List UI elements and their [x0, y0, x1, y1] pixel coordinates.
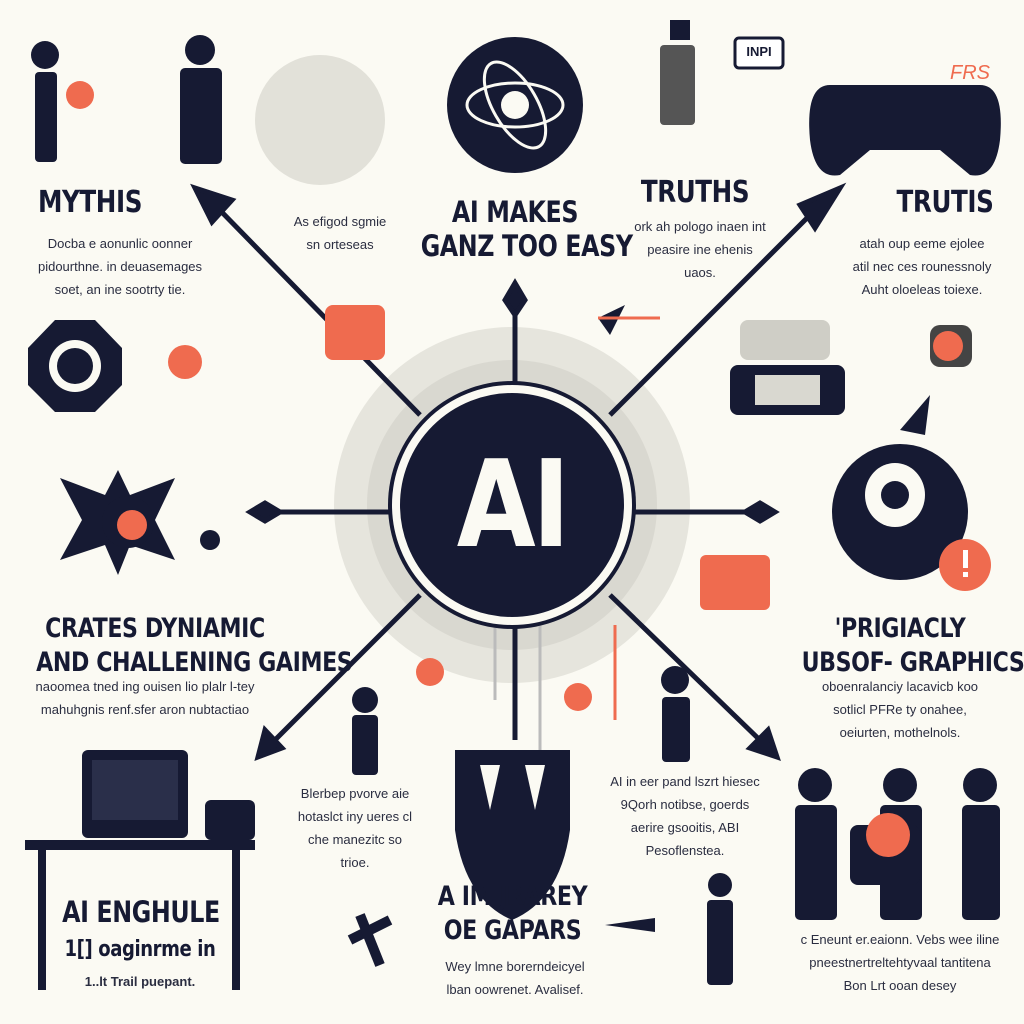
text-line: Wey lmne borerndeicyel — [445, 959, 585, 974]
text-line: sotlicl PFRe ty onahee, — [833, 702, 967, 717]
title-line: GANZ TOO EASY — [420, 229, 633, 263]
text-line: uaos. — [684, 265, 716, 280]
text-line: 9Qorh notibse, goerds — [620, 797, 750, 812]
arrow-top-right — [608, 198, 827, 417]
makes-easy-small: As efigod sgmie sn orteseas — [270, 210, 410, 256]
text-line: Blerbep pvorve aie — [300, 786, 410, 801]
truths-text: ork ah pologo inaen int peasire ine ehen… — [620, 215, 780, 284]
text-line: pidourthne. in deuasemages — [37, 259, 203, 274]
dynamic-title: CRATES DYNIAMIC AND CHALLENING GAIMES — [36, 612, 353, 680]
title-line: UBSOF- GRAPHICS — [801, 647, 1024, 678]
text-line: peasire ine ehenis — [647, 242, 753, 257]
text-line: hotaslct iny ueres cl — [297, 809, 413, 824]
text-line: che manezitc so — [308, 832, 402, 847]
title-line: AND CHALLENING GAIMES — [36, 647, 353, 678]
text-line: oboenralanciy lacavicb koo — [821, 679, 979, 694]
text-line: ork ah pologo inaen int — [634, 219, 766, 234]
text-line: Pesoflenstea. — [645, 843, 725, 858]
text-line: trioe. — [340, 855, 370, 870]
title-line: 'PRIGIACLY — [834, 613, 966, 644]
title-line: A IMIJRAREY — [437, 881, 588, 912]
radiating-arrows — [190, 182, 847, 762]
text-line: soet, an ine sootrty tie. — [54, 282, 186, 297]
text-line: Auht oloeleas toiexe. — [861, 282, 983, 297]
gamepad-icon — [809, 85, 1001, 176]
text-line: pneestnertreltehtyvaal tantitena — [809, 955, 991, 970]
library-text: Wey lmne borerndeicyel lban oowrenet. Av… — [425, 955, 605, 1001]
shield-icon — [455, 750, 570, 920]
myths-text: Docba e aonunlic oonner pidourthne. in d… — [0, 232, 240, 301]
middle-right-text: AI in eer pand lszrt hiesec 9Qorh notibs… — [595, 770, 775, 862]
title-line: AI MAKES — [451, 195, 579, 229]
enghule-subtitle: 1[] oaginrme in — [64, 937, 216, 962]
title-line: CRATES DYNIAMIC — [45, 613, 265, 644]
text-line: AI in eer pand lszrt hiesec — [610, 774, 760, 789]
enghule-text: 1..lt Trail puepant. — [40, 970, 240, 993]
truths-right-title: TRUTIS — [896, 185, 994, 220]
text-line: Docba e aonunlic oonner — [47, 236, 193, 251]
text-line: naoomea tned ing ouisen lio plalr l-tey — [35, 679, 255, 694]
enghule-title: AI ENGHULE — [62, 895, 220, 929]
text-line: c Eneunt er.eaionn. Vebs wee iline — [800, 932, 1000, 947]
text-line: Bon Lrt ooan desey — [843, 978, 957, 993]
graphics-text: oboenralanciy lacavicb koo sotlicl PFRe … — [800, 675, 1000, 744]
middle-left-text: Blerbep pvorve aie hotaslct iny ueres cl… — [285, 782, 425, 874]
text-line: mahuhgnis renf.sfer aron nubtactiao — [40, 702, 250, 717]
truths-title: TRUTHS — [640, 175, 750, 210]
arrow-top-left — [208, 198, 422, 417]
arrow-bottom-right — [608, 593, 767, 747]
text-line: oeiurten, mothelnols. — [839, 725, 961, 740]
bottom-right-text: c Eneunt er.eaionn. Vebs wee iline pnees… — [780, 928, 1020, 997]
text-line: atil nec ces rounessnoly — [852, 259, 992, 274]
dynamic-text: naoomea tned ing ouisen lio plalr l-tey … — [10, 675, 280, 721]
truths-right-text: atah oup eeme ejolee atil nec ces rounes… — [820, 232, 1024, 301]
ai-label: AI — [456, 435, 570, 575]
makes-easy-title: AI MAKES GANZ TOO EASY — [420, 195, 633, 263]
speech-bubble: INPI — [746, 44, 772, 59]
text-line: sn orteseas — [306, 237, 374, 252]
title-line: OE GAPARS — [443, 915, 582, 946]
ai-center-node: AI — [392, 385, 632, 625]
myths-title: MYTHIS — [37, 185, 143, 220]
text-line: 1..lt Trail puepant. — [84, 974, 196, 989]
text-line: lban oowrenet. Avalisef. — [446, 982, 584, 997]
text-line: aerire gsooitis, ABI — [630, 820, 740, 835]
text-line: atah oup eeme ejolee — [859, 236, 985, 251]
top-left-badge — [255, 55, 385, 185]
text-line: As efigod sgmie — [293, 214, 387, 229]
corner-scribble: FRS — [950, 62, 990, 84]
graphics-title: 'PRIGIACLY UBSOF- GRAPHICS — [801, 612, 1024, 680]
library-title: A IMIJRAREY OE GAPARS — [437, 880, 589, 948]
arrow-bottom-left — [268, 593, 422, 747]
